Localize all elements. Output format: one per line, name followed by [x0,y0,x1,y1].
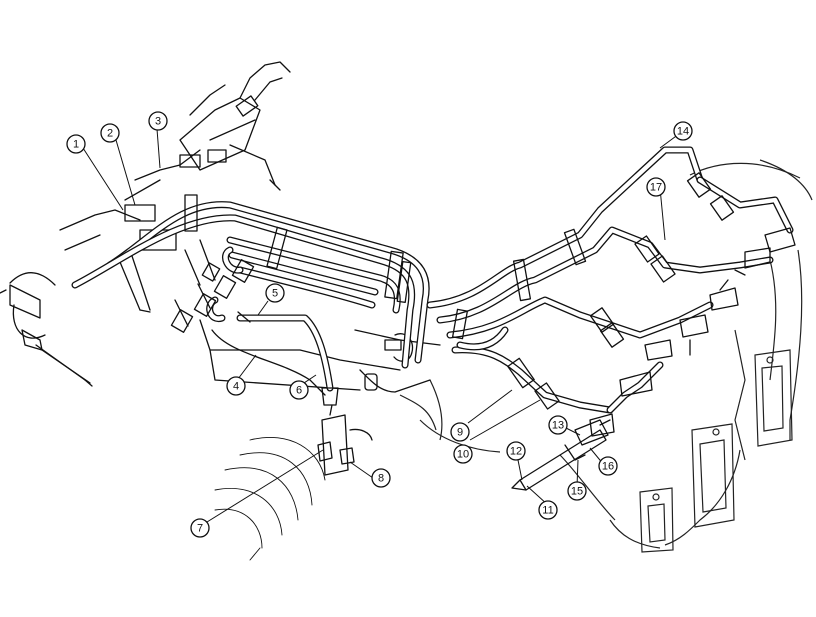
callout-circle [673,121,693,141]
callout-number: 14 [677,126,689,138]
callout-number: 15 [571,486,583,498]
lower-injector [511,419,611,491]
callout-number: 8 [378,473,384,485]
callout-number: 16 [602,461,614,473]
callout-circle [453,444,473,464]
callout-circle [548,415,568,435]
callout-leaders [82,128,684,523]
callout-6: 6 [289,380,309,400]
callout-circle [506,441,526,461]
callout-number: 10 [457,449,469,461]
bracket-assembly [317,404,373,476]
callout-circle [66,134,86,154]
engine-block-outline [399,159,813,553]
callout-number: 11 [542,505,553,517]
callout-2: 2 [100,123,120,143]
fuel-line-bundle [71,146,794,414]
callout-number: 3 [155,116,161,128]
callout-circle [226,376,246,396]
callout-number: 7 [197,523,203,535]
callout-circle [371,468,391,488]
callout-1: 1 [66,134,86,154]
callout-circle [538,500,558,520]
callout-14: 14 [673,121,693,141]
callout-number: 17 [650,182,662,194]
callout-number: 9 [457,427,463,439]
injector-left [0,272,93,387]
callout-number: 12 [510,446,522,458]
callout-4: 4 [226,376,246,396]
callout-3: 3 [148,111,168,131]
return-hoses [211,311,339,406]
callout-8: 8 [371,468,391,488]
callout-17: 17 [646,177,666,197]
flywheel-arcs [214,436,326,561]
callout-circle [450,422,470,442]
callout-number: 2 [107,128,113,140]
callout-number: 6 [296,385,302,397]
callout-10: 10 [453,444,473,464]
callout-12: 12 [506,441,526,461]
callout-11: 11 [538,500,558,520]
callout-circle [100,123,120,143]
callout-circle [598,456,618,476]
callout-circle [646,177,666,197]
callout-circle [190,518,210,538]
callout-number: 13 [552,420,564,432]
callout-circle [567,481,587,501]
callout-13: 13 [548,415,568,435]
line-clamps [170,172,735,410]
callout-16: 16 [598,456,618,476]
callout-number: 5 [272,288,278,300]
callout-7: 7 [190,518,210,538]
upper-injector-manifold [59,61,291,313]
callout-circle [265,283,285,303]
callout-circle [289,380,309,400]
callout-9: 9 [450,422,470,442]
injection-pump-body [199,319,441,393]
callout-circle [148,111,168,131]
injectors-right [589,227,796,437]
callout-5: 5 [265,283,285,303]
callout-15: 15 [567,481,587,501]
callout-number: 4 [233,381,239,393]
callout-number: 1 [73,139,79,151]
